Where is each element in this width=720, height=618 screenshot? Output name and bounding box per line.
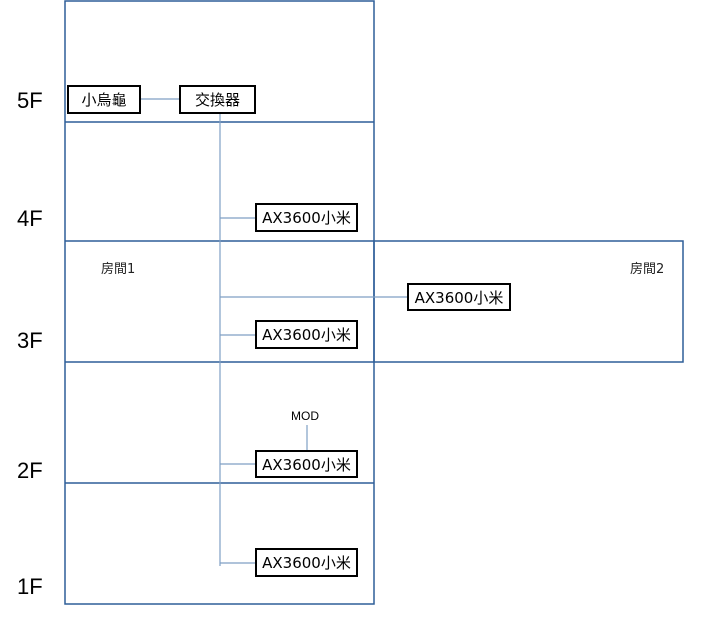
floor-label-5f: 5F	[17, 88, 43, 113]
router-box-2f: AX3600小米	[255, 450, 358, 478]
room2-outline	[373, 240, 684, 363]
router-box-1f: AX3600小米	[255, 548, 358, 577]
modem-box: 小烏龜	[67, 85, 141, 114]
mod-label: MOD	[291, 409, 319, 423]
router-box-3f-room1: AX3600小米	[255, 320, 358, 349]
switch-box: 交換器	[179, 85, 256, 114]
floor-label-1f: 1F	[17, 574, 43, 599]
room1-label: 房間1	[101, 262, 136, 277]
router-box-3f-room2: AX3600小米	[407, 283, 511, 311]
floor-label-3f: 3F	[17, 328, 43, 353]
floor-label-4f: 4F	[17, 206, 43, 231]
floor-label-2f: 2F	[17, 458, 43, 483]
router-box-4f: AX3600小米	[255, 203, 358, 232]
room2-label: 房間2	[630, 262, 665, 277]
